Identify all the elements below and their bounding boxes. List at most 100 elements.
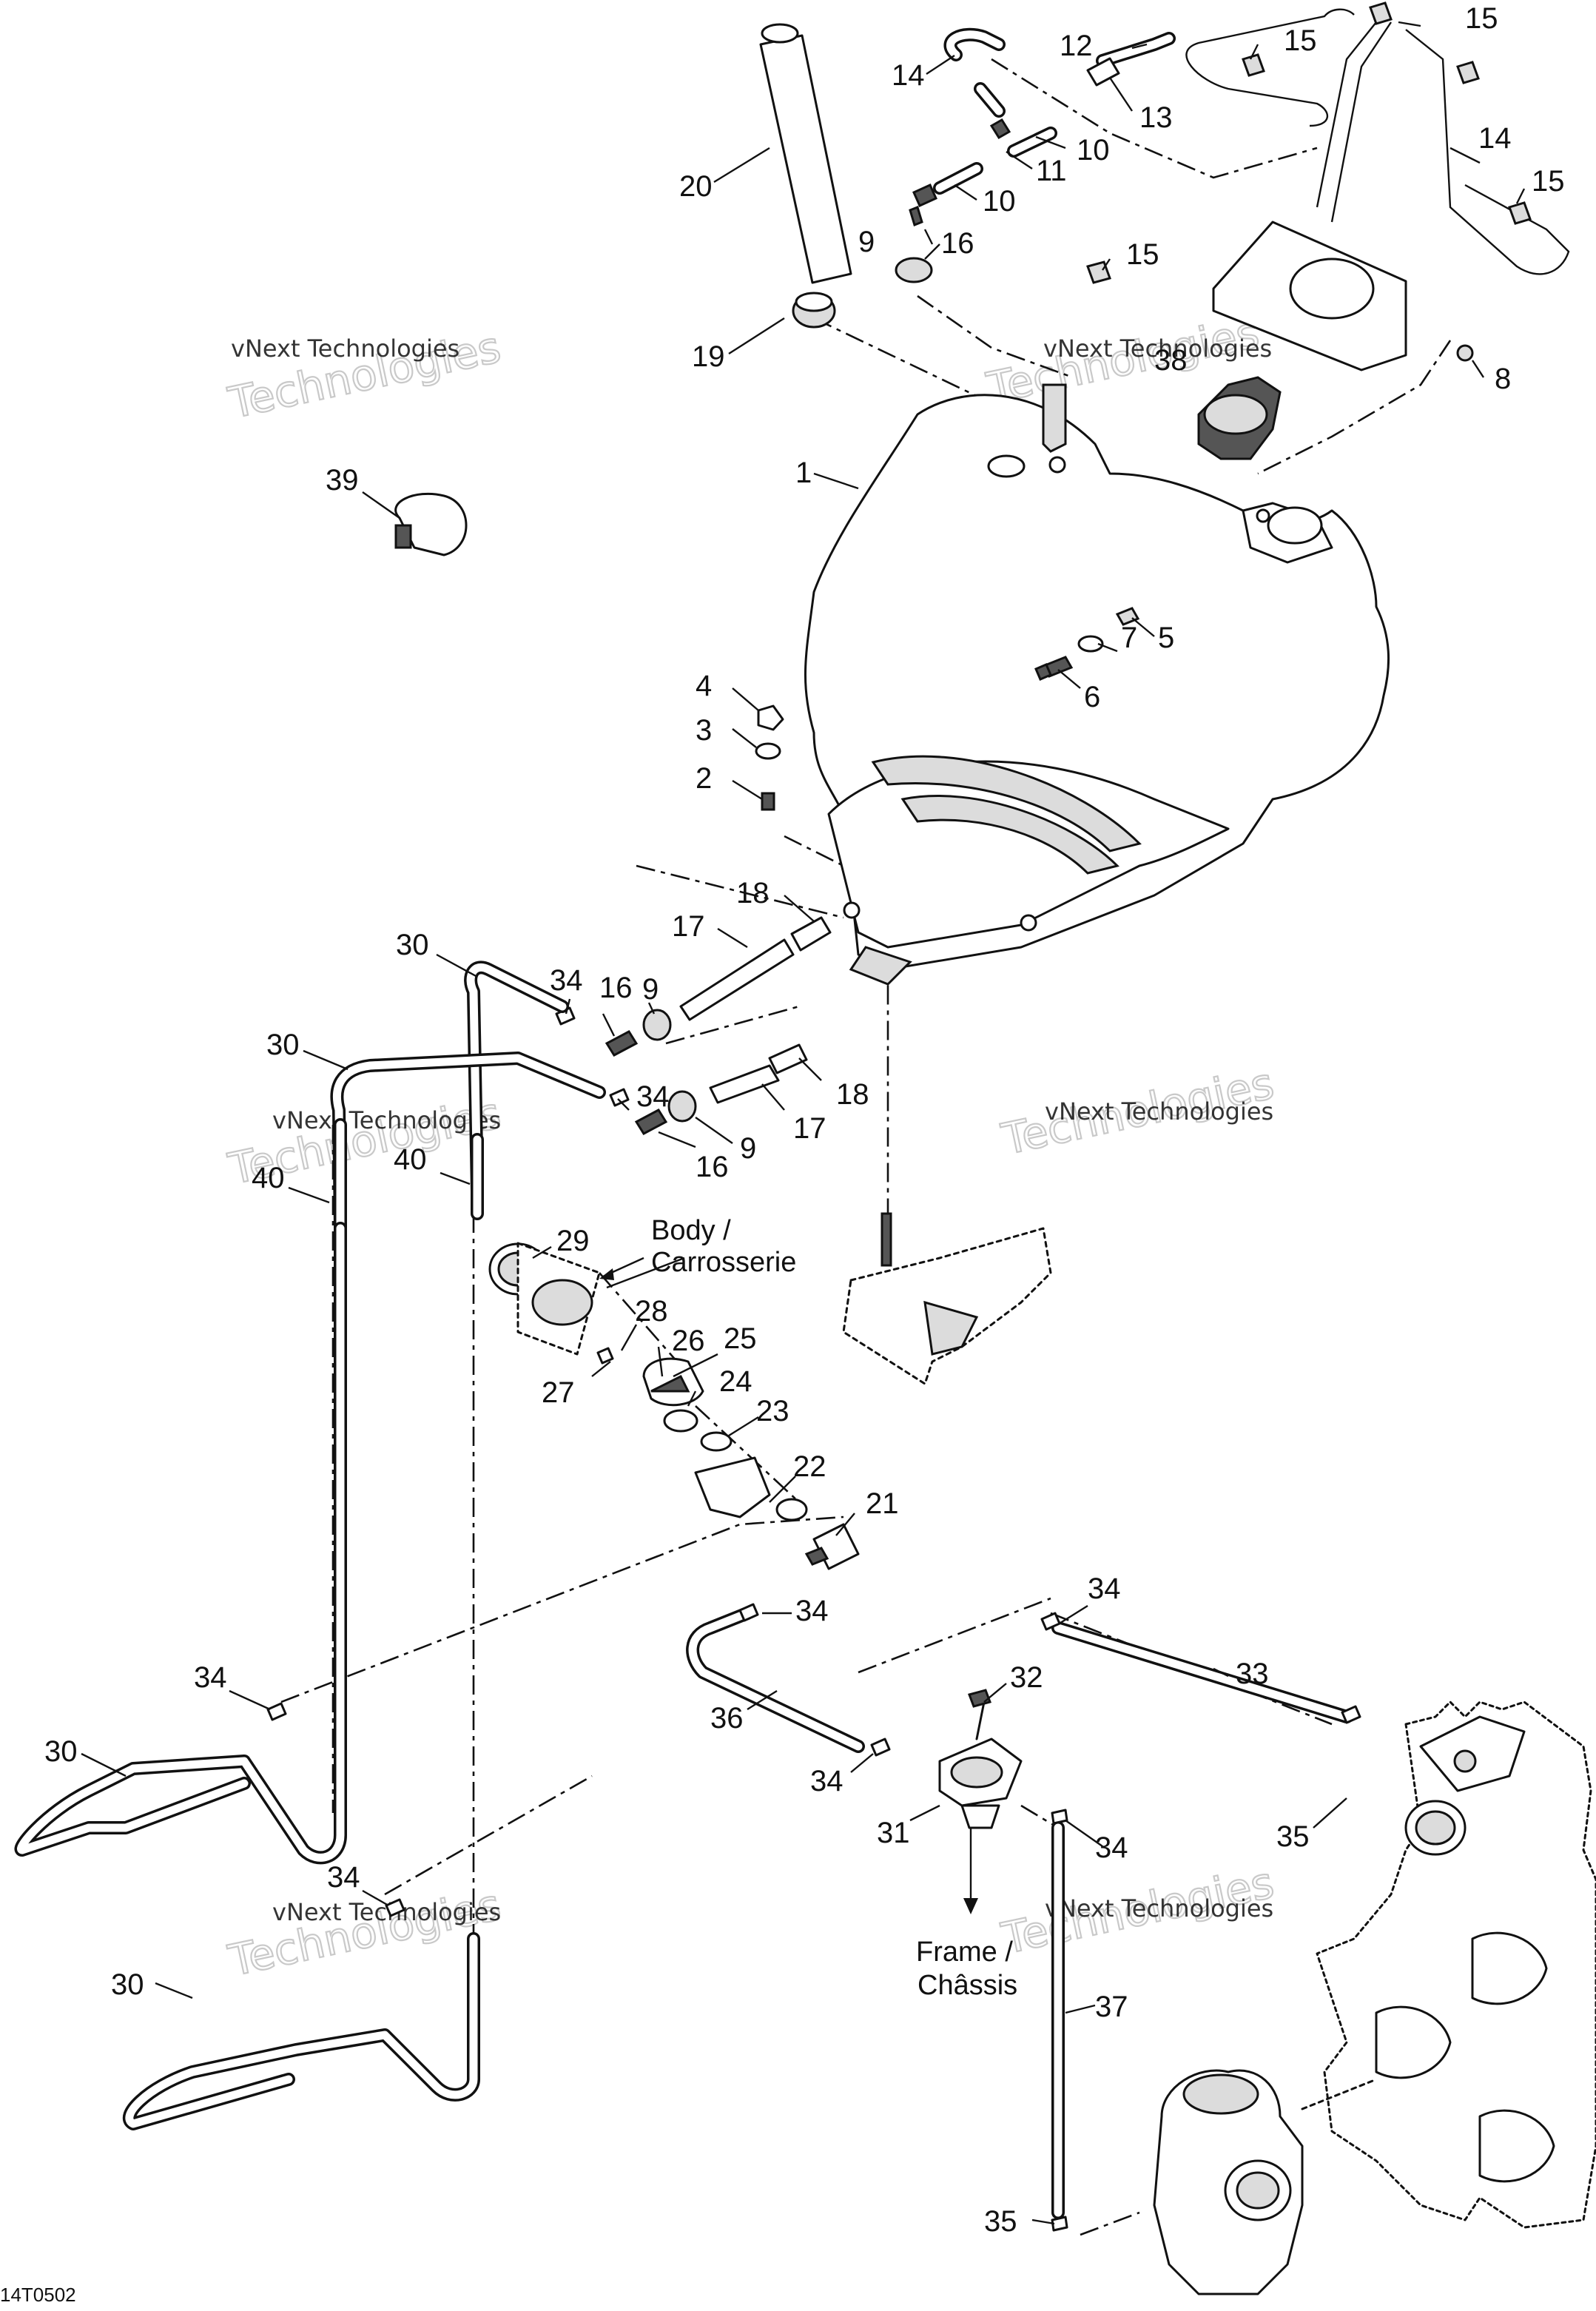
callout-20: 20	[679, 170, 713, 203]
carburetor	[1153, 2069, 1378, 2295]
pickup-fittings	[555, 1006, 697, 1135]
watermark-large: Technologies	[224, 1880, 505, 1986]
callout-10: 10	[983, 185, 1016, 218]
callout-34: 34	[636, 1080, 670, 1113]
caption-frame-en: Frame /	[916, 1937, 1013, 1968]
tank-bolt-stack	[1034, 607, 1140, 681]
callout-23: 23	[756, 1395, 789, 1427]
callout-15: 15	[1126, 238, 1159, 271]
callout-3: 3	[696, 714, 712, 747]
callout-16: 16	[941, 227, 974, 260]
watermark-1: Technologies vNext Technologies	[223, 321, 506, 429]
callout-26: 26	[672, 1325, 705, 1357]
callout-34: 34	[1095, 1831, 1128, 1864]
fuel-hose-33	[1040, 1612, 1361, 1724]
watermark-4: Technologies vNext Technologies	[997, 1057, 1279, 1165]
callout-9: 9	[740, 1132, 756, 1165]
callout-10: 10	[1077, 134, 1110, 166]
callout-29: 29	[556, 1225, 590, 1257]
callout-35: 35	[984, 2205, 1017, 2238]
vent-hoses-top	[909, 27, 1176, 227]
engine-block	[1316, 1701, 1596, 2229]
watermark-small: vNext Technologies	[1043, 334, 1272, 363]
grommet	[895, 257, 933, 283]
callout-32: 32	[1010, 1661, 1043, 1694]
callout-12: 12	[1060, 30, 1093, 62]
callout-30: 30	[44, 1735, 78, 1768]
callout-37: 37	[1095, 1991, 1128, 2023]
watermark-small: vNext Technologies	[231, 334, 459, 363]
callout-9: 9	[858, 226, 875, 258]
callout-34: 34	[194, 1661, 227, 1694]
callout-34: 34	[550, 964, 583, 997]
callout-21: 21	[866, 1487, 899, 1520]
callout-11: 11	[1036, 155, 1067, 187]
tank-clamp	[394, 492, 468, 556]
callout-14: 14	[1478, 122, 1512, 155]
callout-5: 5	[1158, 622, 1174, 654]
callout-27: 27	[542, 1376, 575, 1409]
callout-30: 30	[266, 1029, 300, 1061]
callout-15: 15	[1532, 165, 1565, 198]
fuel-pickup-lines	[679, 916, 832, 1104]
watermark-5: Technologies vNext Technologies	[223, 1879, 506, 1987]
watermark-small: vNext Technologies	[272, 1898, 501, 1926]
fuel-tank	[804, 383, 1390, 986]
watermark-small: vNext Technologies	[1045, 1097, 1273, 1126]
fuel-hose-37	[1051, 1809, 1068, 2232]
callout-40: 40	[394, 1143, 427, 1176]
callout-30: 30	[396, 929, 429, 961]
callout-15: 15	[1284, 24, 1317, 57]
callout-4: 4	[696, 670, 712, 702]
callout-17: 17	[672, 910, 705, 943]
callout-16: 16	[599, 972, 633, 1004]
tank-mount-hardware	[755, 704, 784, 811]
callout-7: 7	[1121, 622, 1137, 654]
callout-24: 24	[719, 1365, 752, 1398]
callout-2: 2	[696, 762, 712, 795]
watermark-6: Technologies vNext Technologies	[997, 1857, 1279, 1965]
leader-lines	[81, 21, 1526, 2225]
callout-34: 34	[1088, 1572, 1121, 1605]
callout-22: 22	[793, 1450, 826, 1483]
callout-35: 35	[1276, 1820, 1310, 1853]
callout-14: 14	[892, 59, 925, 92]
callout-15: 15	[1465, 2, 1498, 35]
callout-33: 33	[1236, 1658, 1269, 1690]
figure-id: 14T0502	[0, 2284, 76, 2306]
callout-13: 13	[1139, 101, 1173, 134]
fuel-hoses-lower	[14, 1222, 480, 2130]
callout-18: 18	[836, 1078, 869, 1111]
callout-28: 28	[635, 1295, 668, 1328]
callout-34: 34	[810, 1765, 844, 1797]
fuel-filter-line	[686, 1603, 1023, 1829]
callout-1: 1	[795, 457, 812, 489]
callout-16: 16	[696, 1151, 729, 1183]
filler-fitting	[792, 292, 836, 329]
vent-harness	[1086, 1, 1570, 284]
callout-6: 6	[1084, 681, 1100, 713]
callout-36: 36	[710, 1702, 744, 1735]
callout-40: 40	[252, 1162, 285, 1194]
callout-31: 31	[877, 1817, 910, 1849]
callout-17: 17	[793, 1112, 826, 1145]
callout-8: 8	[1495, 363, 1511, 395]
fuel-valve-assembly	[488, 1242, 860, 1570]
callout-39: 39	[326, 464, 359, 497]
captions: Body / Carrosserie Frame / Châssis	[651, 1215, 1017, 2001]
callout-38: 38	[1154, 344, 1188, 377]
callout-34: 34	[327, 1861, 360, 1894]
fuel-cap	[1197, 376, 1282, 460]
caption-frame-fr: Châssis	[917, 1970, 1017, 2001]
callout-34: 34	[795, 1595, 829, 1627]
watermark-small: vNext Technologies	[1045, 1894, 1273, 1923]
watermark-small: vNext Technologies	[272, 1106, 501, 1134]
caption-body-fr: Carrosserie	[651, 1247, 796, 1278]
body-panel	[842, 1212, 1052, 1385]
caption-body-en: Body /	[651, 1215, 731, 1246]
callouts: 20 1 9 14 12 13 10 11 10 9 16 15 15 15 15…	[44, 2, 1565, 2238]
tank-bracket	[1212, 221, 1474, 371]
filler-tube	[759, 23, 852, 284]
callout-30: 30	[111, 1968, 144, 2001]
